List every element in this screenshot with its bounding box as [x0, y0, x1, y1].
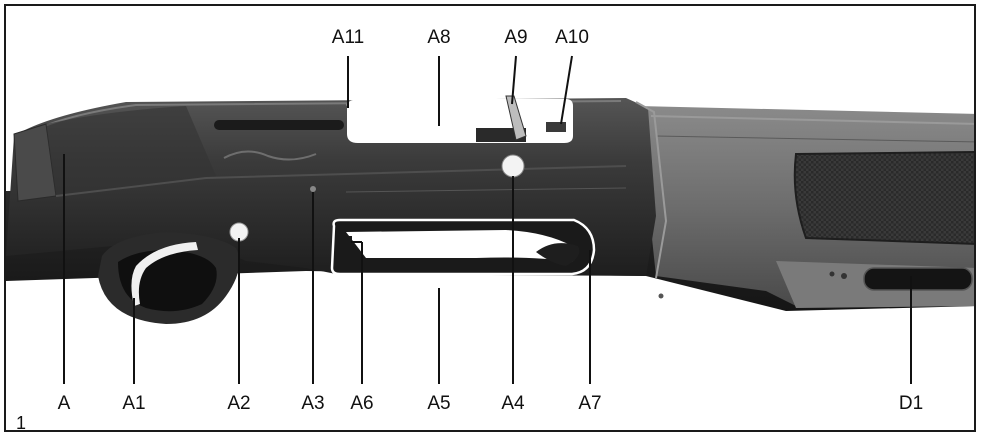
label-a7: A7 — [578, 393, 602, 414]
label-a5: A5 — [427, 393, 451, 414]
trigger-a1 — [131, 242, 198, 306]
stock-slot-d1 — [863, 267, 973, 291]
label-a8: A8 — [427, 27, 451, 48]
label-a3: A3 — [301, 393, 325, 414]
label-a1: A1 — [122, 393, 146, 414]
label-a10: A10 — [555, 27, 589, 48]
figure-number: 1 — [16, 413, 27, 432]
label-a: A — [57, 393, 71, 414]
pin-a4 — [501, 154, 525, 178]
figure-frame: A11 A8 A9 A10 A A1 A2 A3 A6 A5 A4 A7 D1 … — [4, 4, 976, 432]
label-d1: D1 — [898, 393, 924, 414]
shotgun-receiver-illustration — [6, 55, 974, 384]
bolt-stop-a10 — [546, 122, 566, 132]
carrier-latch-a6 — [338, 236, 352, 250]
ejection-port-a8 — [346, 99, 573, 143]
pin-a3 — [310, 186, 316, 192]
cocking-handle-a9 — [505, 95, 527, 141]
label-a2: A2 — [227, 393, 251, 414]
label-a9: A9 — [504, 27, 528, 48]
leader-lines — [63, 55, 912, 384]
label-a4: A4 — [501, 393, 525, 414]
label-a6: A6 — [350, 393, 374, 414]
checkered-grip — [793, 151, 974, 245]
label-a11: A11 — [331, 27, 365, 48]
